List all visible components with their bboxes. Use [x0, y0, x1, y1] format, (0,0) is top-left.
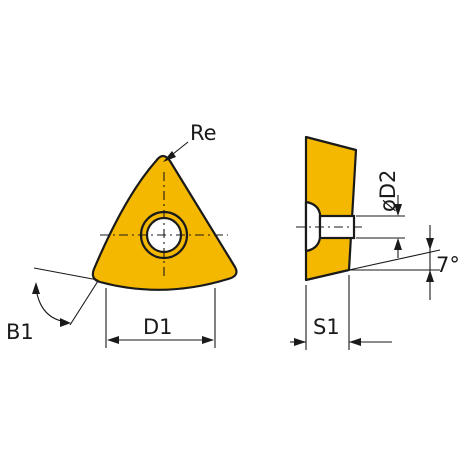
clearance-angle — [348, 225, 441, 300]
d1-dimension — [105, 288, 216, 348]
insert-top-view — [91, 154, 238, 291]
angle-arrow-top — [426, 238, 434, 250]
d2-arrow-top — [394, 204, 402, 216]
angle-arrow-bottom — [426, 270, 434, 282]
d2-arrow-bottom — [394, 238, 402, 250]
label-d2: øD2 — [376, 170, 400, 212]
label-b1: B1 — [6, 320, 34, 344]
re-arrowhead — [163, 151, 176, 162]
label-s1: S1 — [313, 315, 340, 339]
d1-arrow-left — [107, 336, 119, 344]
s1-dimension — [290, 275, 392, 350]
b1-arrow-top — [32, 282, 40, 294]
s1-arrow-right — [349, 338, 361, 346]
label-d1: D1 — [143, 315, 173, 339]
b1-reference — [32, 267, 99, 327]
b1-arrow-bottom — [60, 318, 71, 327]
d1-arrow-right — [202, 336, 214, 344]
insert-side-view — [296, 135, 366, 282]
re-leader — [163, 141, 189, 162]
d2-dimension — [356, 195, 405, 258]
label-re: Re — [190, 121, 217, 145]
label-angle: 7° — [436, 253, 460, 277]
s1-arrow-left — [294, 338, 306, 346]
